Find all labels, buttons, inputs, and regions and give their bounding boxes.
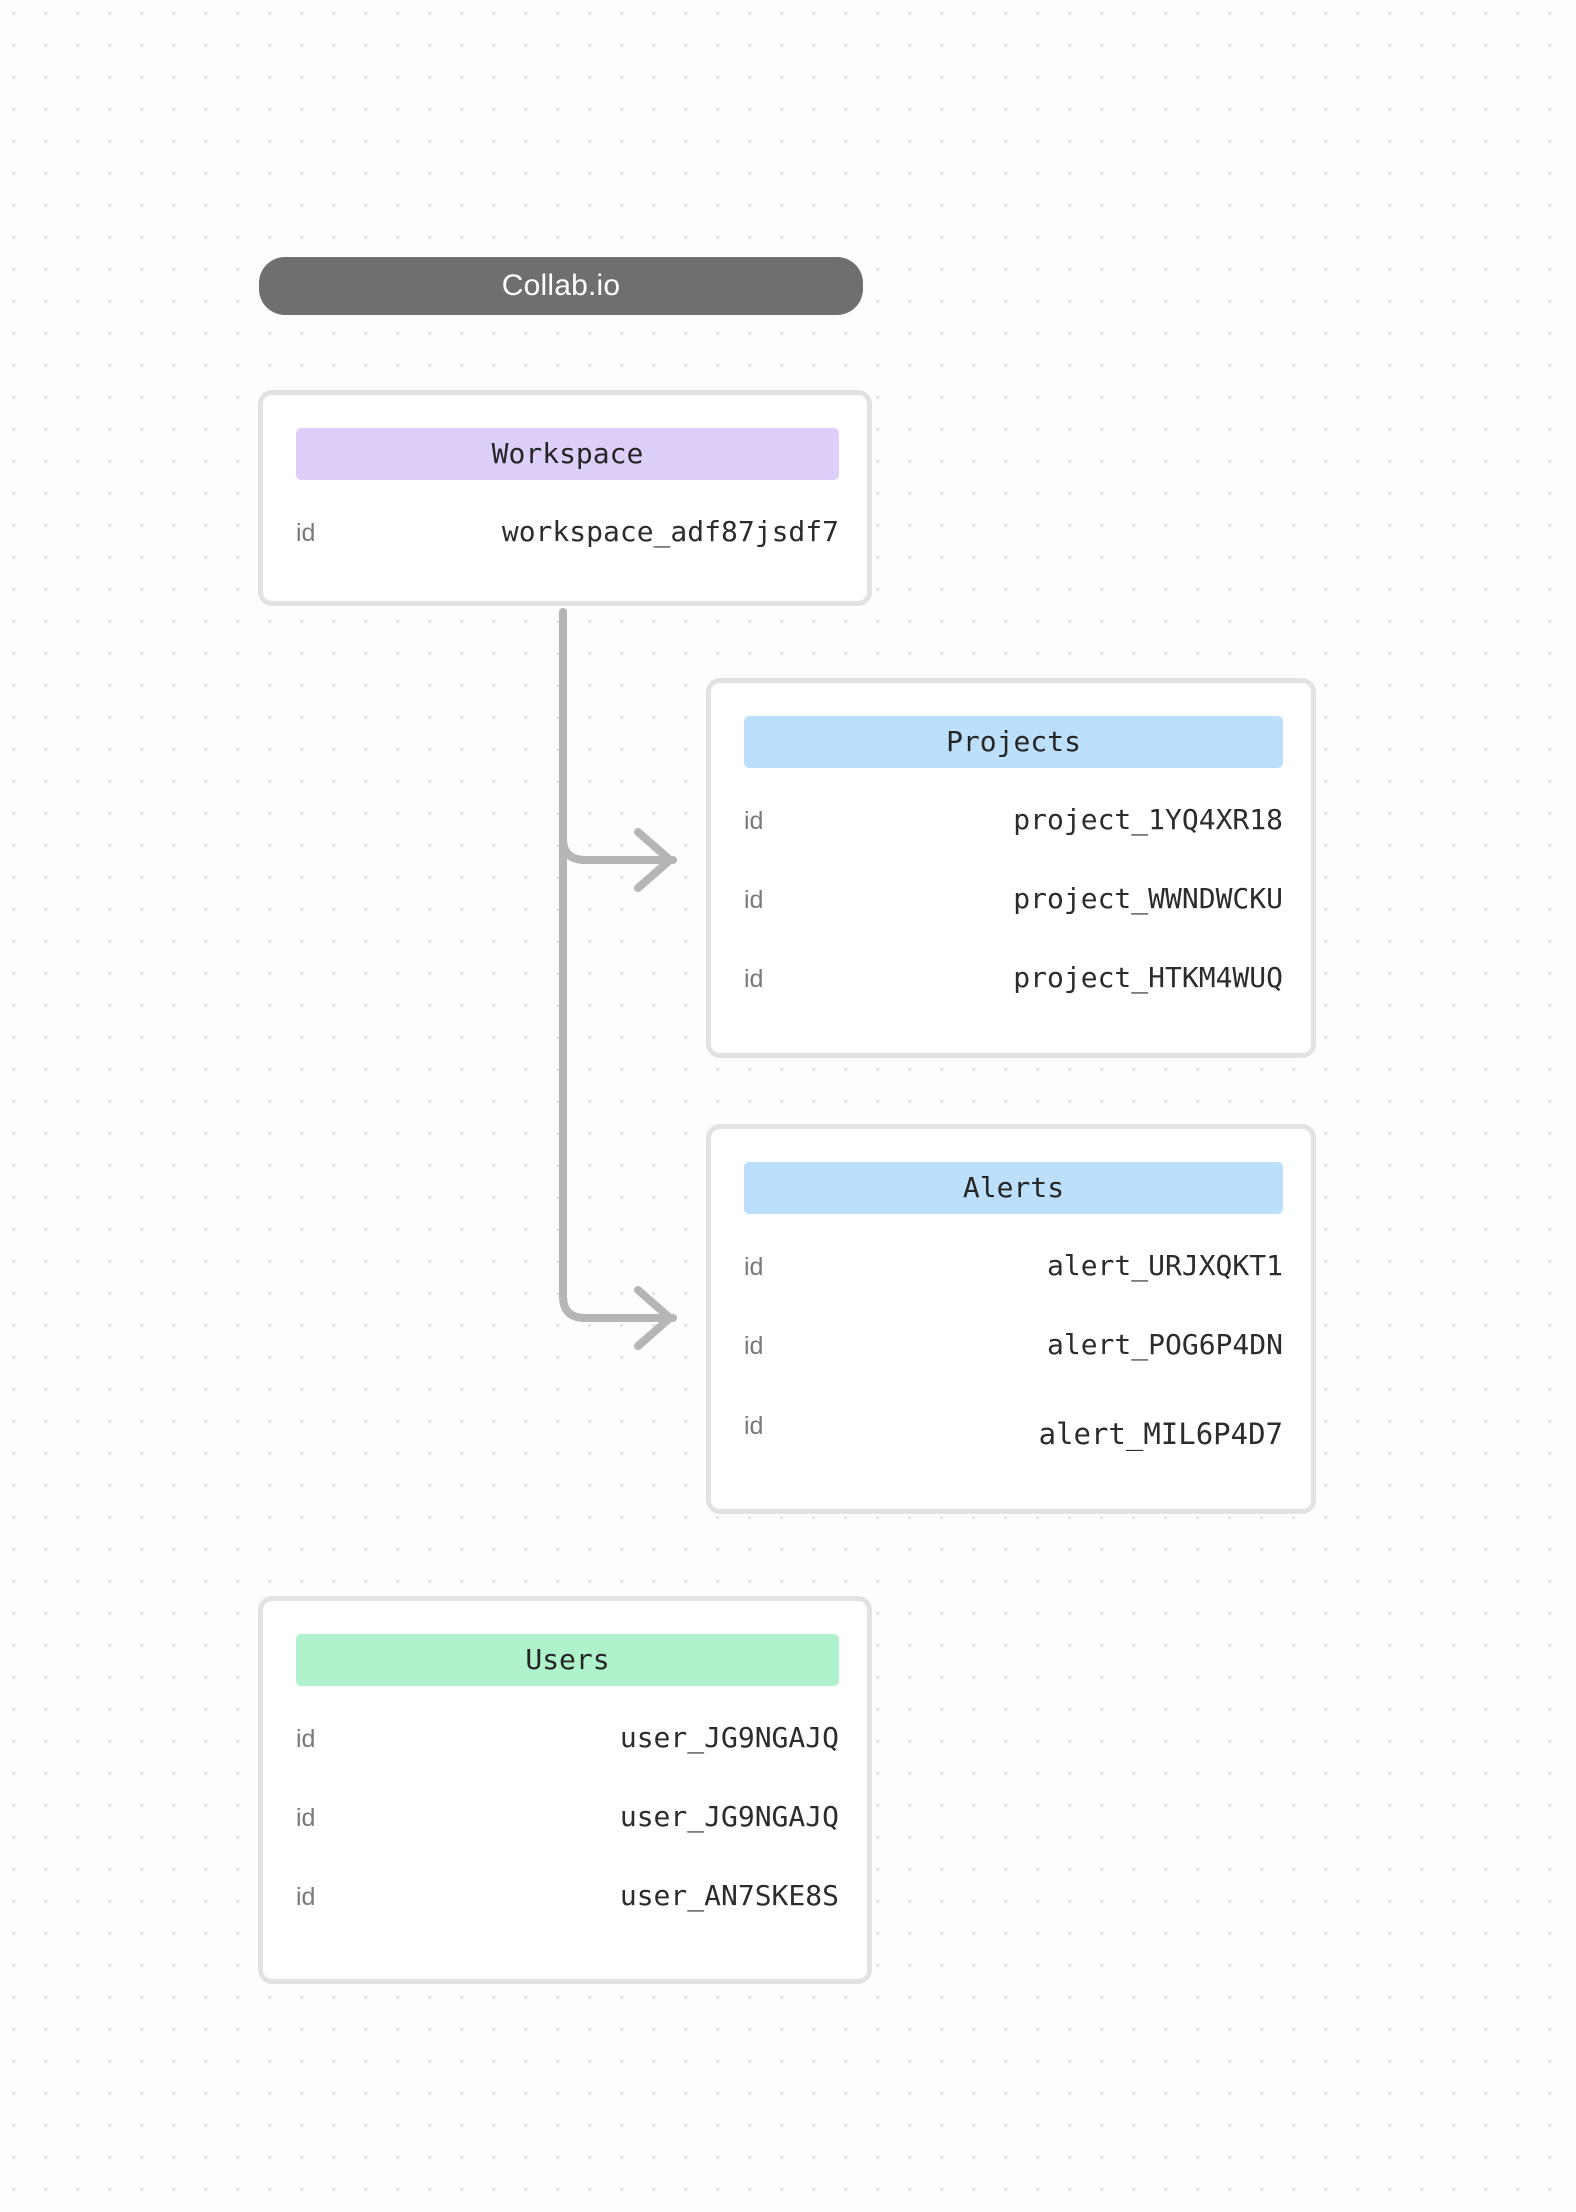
row-value: alert_POG6P4DN xyxy=(1046,1328,1283,1361)
table-rows-alerts: id alert_URJXQKT1 id alert_POG6P4DN id a… xyxy=(744,1252,1283,1489)
row-value: workspace_adf87jsdf7 xyxy=(501,515,839,548)
row-key: id xyxy=(296,519,316,547)
table-row[interactable]: id user_JG9NGAJQ xyxy=(296,1724,839,1803)
row-value: project_1YQ4XR18 xyxy=(1013,803,1283,836)
row-key: id xyxy=(744,1332,764,1360)
table-row[interactable]: id user_JG9NGAJQ xyxy=(296,1803,839,1882)
table-row[interactable]: id alert_MIL6P4D7 xyxy=(744,1410,1283,1489)
row-value: user_AN7SKE8S xyxy=(619,1879,839,1912)
connector-trunk xyxy=(559,608,677,1322)
table-title-projects: Projects xyxy=(946,725,1081,758)
row-key: id xyxy=(744,1253,764,1281)
table-header-users: Users xyxy=(296,1634,839,1686)
row-value: alert_MIL6P4D7 xyxy=(1038,1417,1283,1451)
table-row[interactable]: id workspace_adf87jsdf7 xyxy=(296,518,839,570)
table-header-workspace: Workspace xyxy=(296,428,839,480)
row-value: project_WWNDWCKU xyxy=(1013,882,1283,915)
table-title-workspace: Workspace xyxy=(491,437,644,470)
table-row[interactable]: id alert_URJXQKT1 xyxy=(744,1252,1283,1331)
table-card-workspace[interactable]: Workspace id workspace_adf87jsdf7 xyxy=(258,390,872,606)
table-card-projects[interactable]: Projects id project_1YQ4XR18 id project_… xyxy=(706,678,1316,1058)
row-key: id xyxy=(744,965,764,993)
table-title-alerts: Alerts xyxy=(962,1171,1065,1204)
table-card-alerts[interactable]: Alerts id alert_URJXQKT1 id alert_POG6P4… xyxy=(706,1124,1316,1514)
row-key: id xyxy=(744,886,764,914)
table-row[interactable]: id alert_POG6P4DN xyxy=(744,1331,1283,1410)
row-value: user_JG9NGAJQ xyxy=(619,1800,839,1833)
table-rows-users: id user_JG9NGAJQ id user_JG9NGAJQ id use… xyxy=(296,1724,839,1961)
table-rows-projects: id project_1YQ4XR18 id project_WWNDWCKU … xyxy=(744,806,1283,1043)
brand-pill[interactable]: Collab.io xyxy=(259,257,863,315)
arrowhead-alerts xyxy=(634,1286,674,1350)
connector-branch-projects xyxy=(559,834,677,864)
table-row[interactable]: id project_WWNDWCKU xyxy=(744,885,1283,964)
row-key: id xyxy=(744,1412,764,1440)
row-value: user_JG9NGAJQ xyxy=(619,1721,839,1754)
table-row[interactable]: id project_1YQ4XR18 xyxy=(744,806,1283,885)
table-row[interactable]: id user_AN7SKE8S xyxy=(296,1882,839,1961)
table-row[interactable]: id project_HTKM4WUQ xyxy=(744,964,1283,1043)
row-key: id xyxy=(296,1804,316,1832)
table-title-users: Users xyxy=(525,1643,610,1676)
row-key: id xyxy=(296,1883,316,1911)
table-header-alerts: Alerts xyxy=(744,1162,1283,1214)
table-rows-workspace: id workspace_adf87jsdf7 xyxy=(296,518,839,570)
row-key: id xyxy=(296,1725,316,1753)
row-value: project_HTKM4WUQ xyxy=(1013,961,1283,994)
row-key: id xyxy=(744,807,764,835)
arrowhead-projects xyxy=(634,828,674,892)
table-card-users[interactable]: Users id user_JG9NGAJQ id user_JG9NGAJQ … xyxy=(258,1596,872,1984)
brand-label: Collab.io xyxy=(501,269,621,302)
table-header-projects: Projects xyxy=(744,716,1283,768)
row-value: alert_URJXQKT1 xyxy=(1046,1249,1283,1282)
